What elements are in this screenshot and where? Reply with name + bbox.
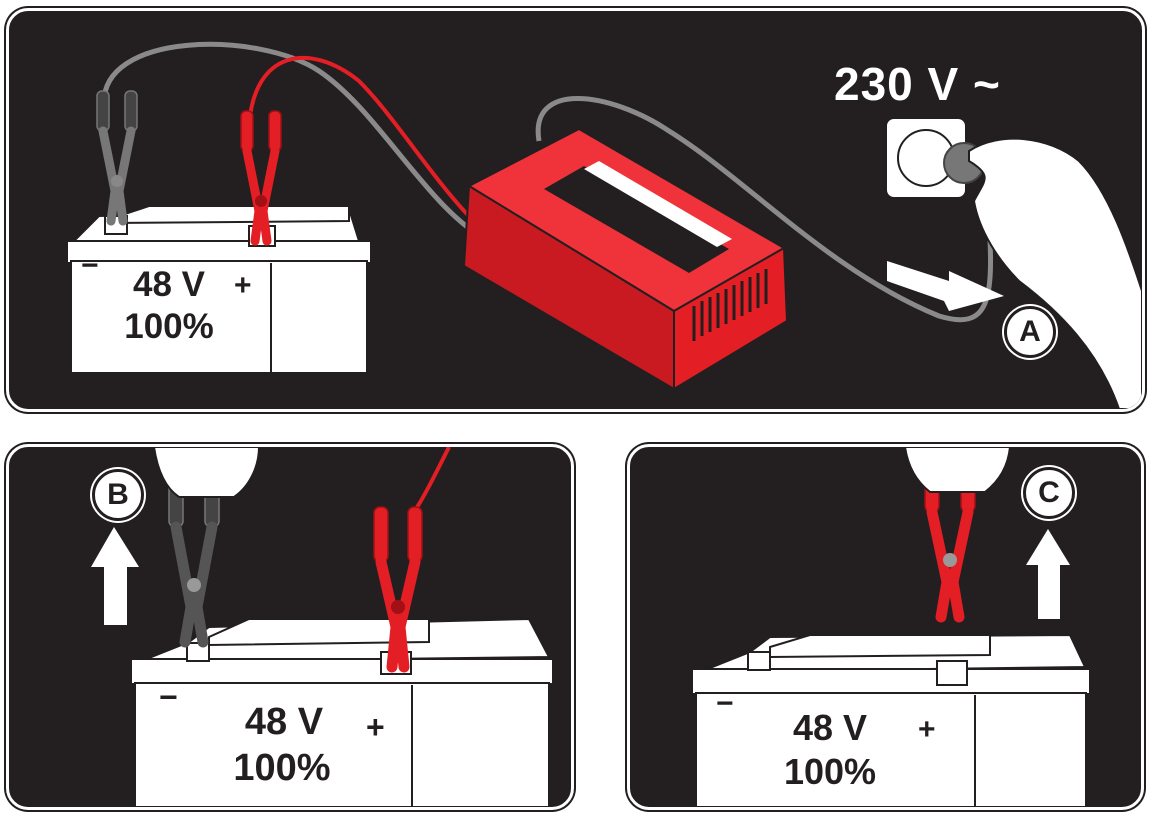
arrow-up-icon [1026, 529, 1070, 619]
battery-charge-label: 100% [233, 747, 331, 789]
battery-minus-sign: − [716, 687, 734, 720]
panel-b: B 48 V 100% − + [6, 444, 574, 810]
step-a-badge: A [1004, 306, 1056, 358]
hand-icon [152, 447, 261, 498]
mains-cable [535, 96, 993, 323]
battery-icon [66, 205, 372, 374]
battery-voltage-label: 48 V [792, 707, 868, 748]
red-clamp-icon [240, 110, 282, 246]
battery-charge-label: 100% [783, 751, 877, 792]
red-cable [247, 55, 491, 238]
battery-icon [130, 617, 554, 807]
battery-icon [691, 633, 1091, 807]
top-panel: 48 V 100% − + 230 V ~ A [6, 8, 1145, 412]
battery-plus-sign: + [234, 269, 252, 302]
battery-plus-sign: + [366, 709, 385, 745]
mains-voltage-label: 230 V ~ [834, 57, 1001, 111]
arrow-right-icon [887, 261, 1004, 311]
charger-icon [462, 127, 789, 391]
arrow-up-icon [91, 527, 139, 625]
panel-c: C 48 V 100% − + [627, 444, 1144, 810]
battery-minus-sign: − [159, 679, 178, 715]
step-b-badge: B [92, 469, 144, 521]
hand-icon [903, 447, 1012, 493]
battery-charge-label: 100% [124, 307, 214, 346]
socket-icon [885, 117, 967, 199]
black-clamp-icon [96, 90, 138, 226]
voltage-value: 230 V [834, 58, 960, 110]
black-cable [101, 41, 491, 244]
panel-c-illustration [691, 447, 1091, 807]
hand-icon [968, 137, 1142, 409]
ac-symbol: ~ [973, 58, 1001, 110]
red-cable [412, 447, 451, 514]
top-illustration [66, 41, 1142, 409]
battery-minus-sign: − [81, 249, 99, 282]
battery-plus-sign: + [918, 713, 936, 746]
red-clamp-icon [373, 506, 423, 673]
battery-voltage-label: 48 V [133, 265, 205, 304]
step-c-badge: C [1023, 467, 1075, 519]
panel-b-illustration [91, 447, 554, 807]
battery-voltage-label: 48 V [244, 701, 324, 743]
